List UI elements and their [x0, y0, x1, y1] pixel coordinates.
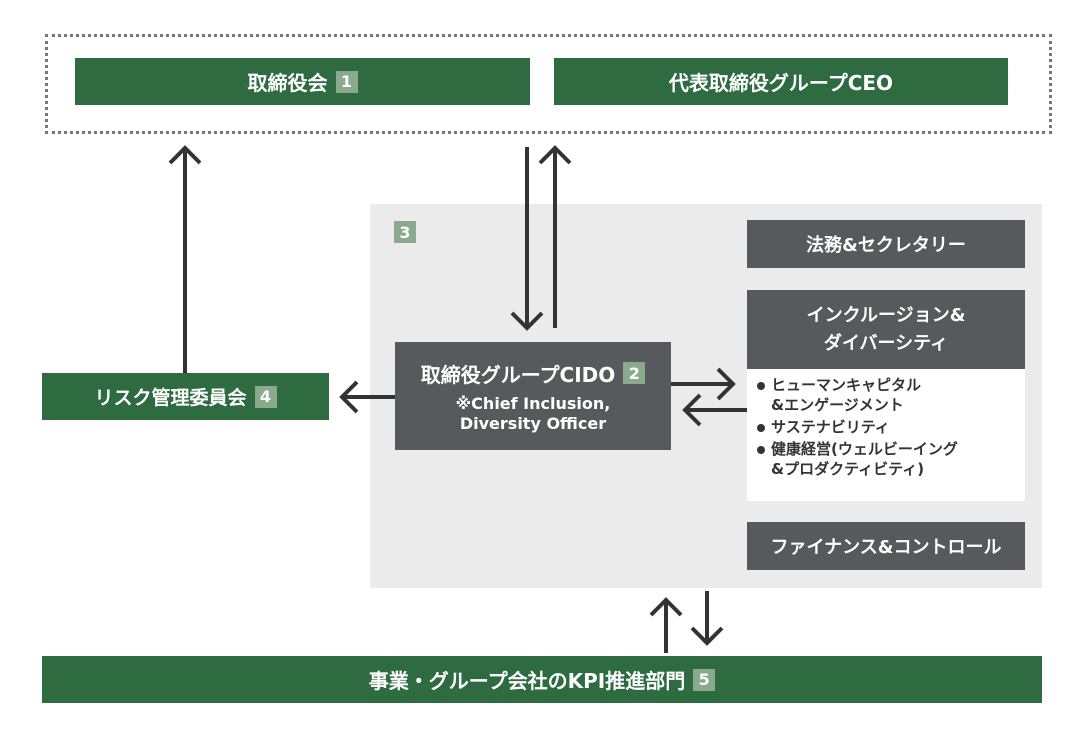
- arrowhead: [538, 145, 572, 165]
- finance-label: ファイナンス&コントロール: [770, 537, 1002, 558]
- group-ceo-box: 代表取締役グループCEO: [554, 58, 1008, 105]
- legal-secretary-box: 法務&セクレタリー: [747, 220, 1025, 268]
- inclusion-line1: インクルージョン&: [806, 304, 966, 326]
- board-label: 取締役会: [247, 71, 328, 95]
- cido-note-line1: ※Chief Inclusion,: [455, 393, 611, 413]
- board-of-directors-box: 取締役会 1: [75, 58, 530, 105]
- arrowhead: [510, 311, 544, 331]
- arrowhead: [682, 393, 702, 427]
- arrowhead: [690, 626, 724, 646]
- inclusion-line2: ダイバーシティ: [823, 332, 949, 354]
- board-badge: 1: [335, 70, 358, 93]
- list-item: サステナビリティ: [757, 417, 1025, 437]
- panel-badge: 3: [394, 221, 416, 243]
- inclusion-diversity-box: インクルージョン& ダイバーシティ: [747, 290, 1025, 369]
- finance-control-box: ファイナンス&コントロール: [747, 522, 1025, 570]
- kpi-badge: 5: [693, 668, 716, 691]
- kpi-label: 事業・グループ会社のKPI推進部門: [368, 669, 686, 693]
- arrowhead: [168, 145, 202, 165]
- arrowhead: [339, 380, 359, 414]
- group-cido-box: 取締役グループCIDO 2 ※Chief Inclusion, Diversit…: [395, 342, 671, 450]
- cido-badge: 2: [623, 362, 646, 384]
- inclusion-functions-list: ヒューマンキャピタル &エンゲージメント サステナビリティ 健康経営(ウェルビー…: [747, 369, 1025, 501]
- risk-committee-box: リスク管理委員会 4: [42, 373, 329, 420]
- list-item: ヒューマンキャピタル &エンゲージメント: [757, 375, 1025, 415]
- kpi-promotion-box: 事業・グループ会社のKPI推進部門 5: [42, 656, 1042, 703]
- cido-note-line2: Diversity Officer: [459, 413, 607, 433]
- risk-label: リスク管理委員会: [94, 387, 247, 409]
- risk-badge: 4: [254, 385, 277, 408]
- arrowhead: [649, 597, 683, 617]
- arrowhead: [716, 367, 736, 401]
- list-item: 健康経営(ウェルビーイング &プロダクティビティ): [757, 439, 1025, 479]
- top-management-group: [45, 34, 1052, 134]
- legal-label: 法務&セクレタリー: [806, 235, 966, 256]
- cido-title: 取締役グループCIDO: [420, 362, 616, 387]
- ceo-label: 代表取締役グループCEO: [668, 71, 894, 95]
